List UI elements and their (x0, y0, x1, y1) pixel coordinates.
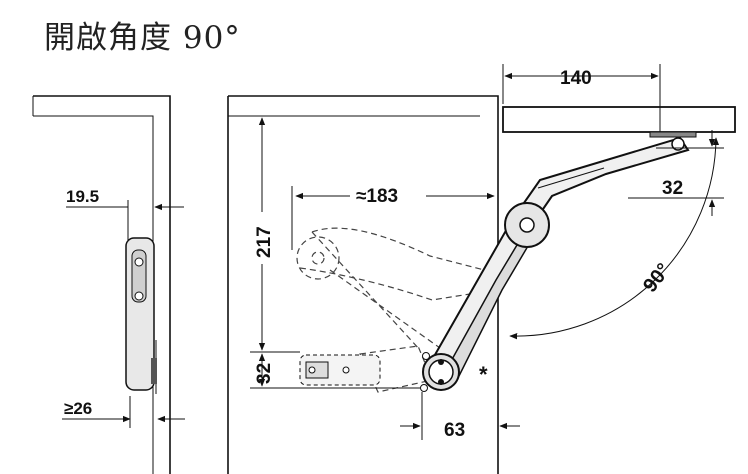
cabinet-outline-outer (33, 95, 171, 474)
base-pivot-dot-2 (438, 379, 444, 385)
dim-183: ≈183 (356, 186, 398, 207)
dim-140: 140 (560, 68, 592, 89)
dim-26: ≥26 (64, 399, 92, 418)
closed-arm-upper-dashed (311, 227, 493, 273)
base-screw-1 (422, 352, 430, 360)
opened-lid (502, 106, 736, 133)
housing-screw-1 (308, 366, 316, 374)
closed-pivot-dashed (296, 236, 340, 280)
side-screw-2 (134, 291, 144, 301)
note-asterisk: * (479, 362, 488, 387)
lid-mount-plate (649, 131, 697, 138)
dim-63: 63 (444, 420, 465, 441)
side-plate (151, 358, 157, 384)
dim-217: 217 (254, 226, 275, 258)
housing-screw-2 (342, 366, 350, 374)
dim-183-bg (350, 184, 426, 206)
side-view: 19.5 ≥26 (32, 95, 185, 474)
base-pivot-dot-1 (438, 359, 444, 365)
housing-insert (305, 361, 329, 379)
side-screw-1 (134, 257, 144, 267)
diagram-title: 開啟角度 90° (44, 20, 241, 56)
closed-arm-lower-dashed (299, 267, 496, 301)
lift-arm-lower (443, 238, 529, 379)
closed-pivot-center-dashed (311, 251, 325, 265)
dim-32-bottom: 32 (254, 363, 275, 384)
dim-32-top: 32 (662, 178, 683, 199)
angle-arc (509, 137, 720, 340)
cabinet-top-outer (228, 95, 499, 474)
dim-217-bg (248, 212, 276, 264)
mid-pivot-center (519, 217, 535, 233)
closed-arm-links-dashed (311, 231, 441, 351)
front-view: * 140 32 90° ≈183 217 (227, 64, 736, 474)
dim-19-5: 19.5 (66, 187, 99, 206)
base-screw-2 (420, 384, 428, 392)
